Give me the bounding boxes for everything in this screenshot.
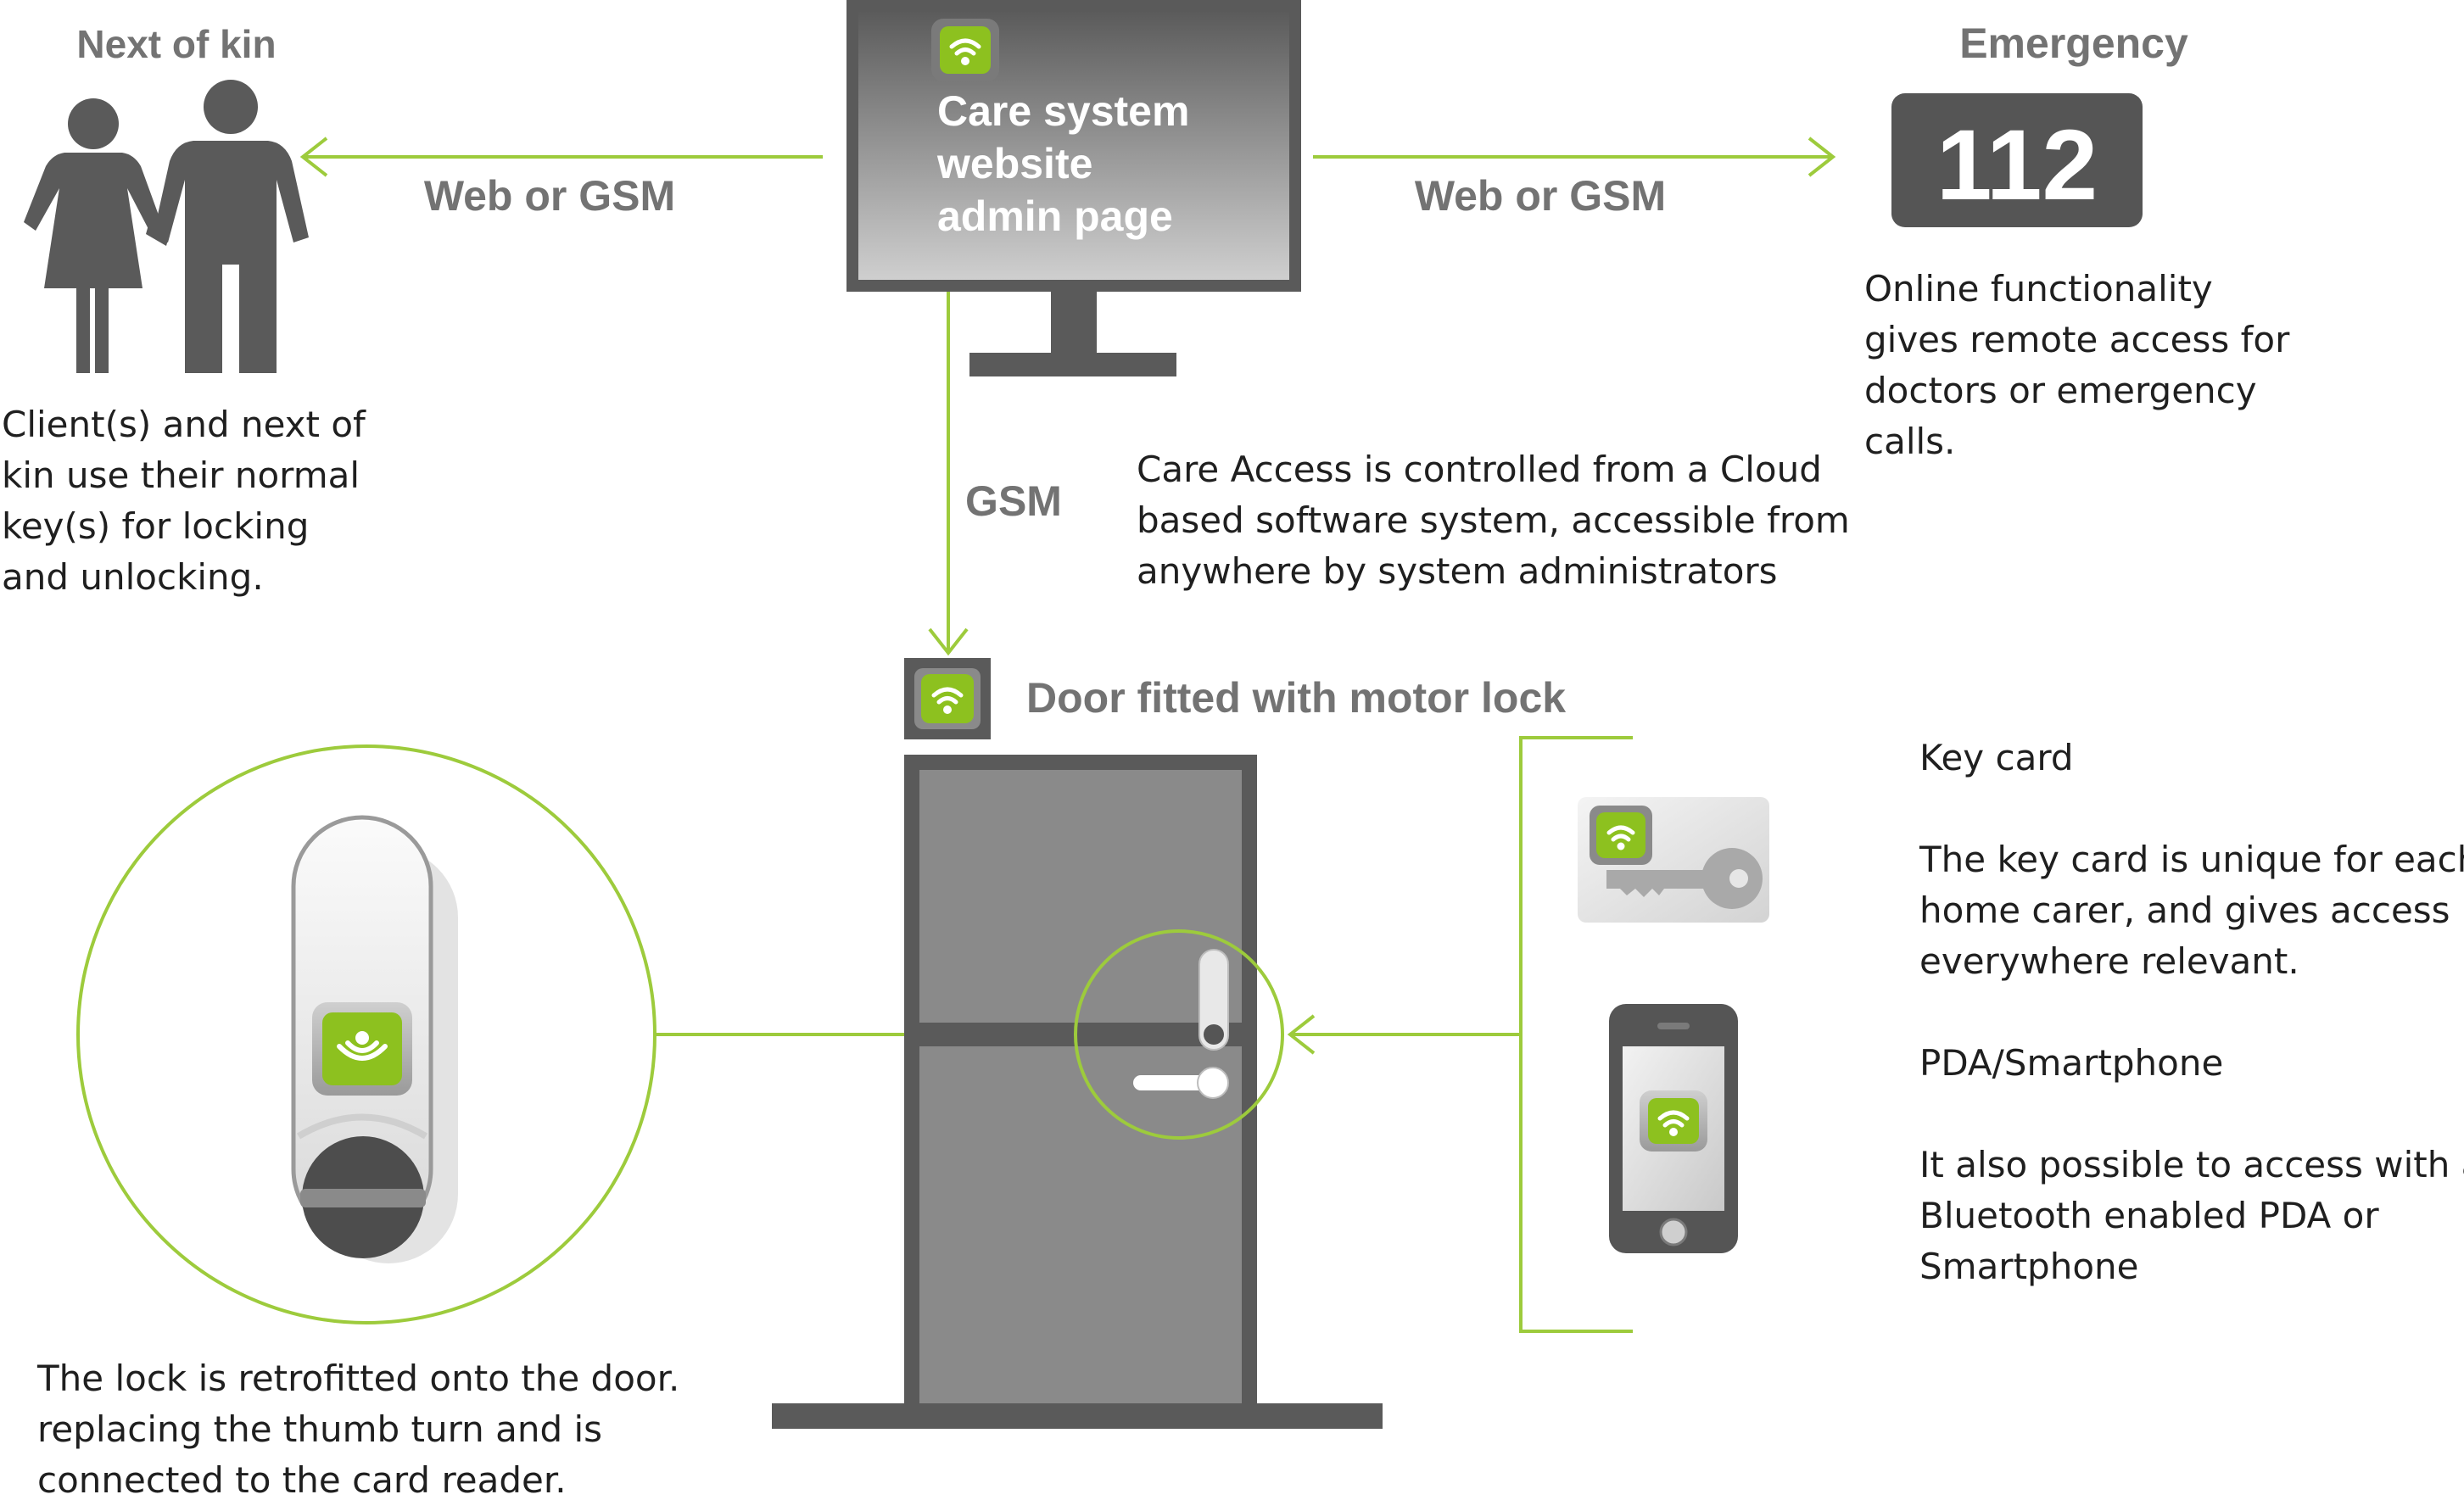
lock-reader-icon: [312, 1002, 412, 1096]
right-link-label: Web or GSM: [1415, 172, 1666, 220]
key-card-icon: [1578, 797, 1769, 923]
arrowhead-left: [299, 137, 328, 177]
emergency-caption: Online functionality gives remote access…: [1864, 268, 2301, 462]
lock-zoom: [76, 744, 657, 1324]
emergency-badge: [1891, 93, 2143, 227]
smartphone-icon: [1609, 1004, 1738, 1253]
key-card-title: Key card: [1919, 737, 2074, 778]
monitor-wifi-badge-icon: [931, 19, 999, 81]
door: [772, 755, 1383, 1429]
phone-description: It also possible to access with a Blueto…: [1919, 1144, 2464, 1287]
left-link-label: Web or GSM: [424, 172, 675, 220]
arrowhead-to-lock: [1287, 1014, 1316, 1055]
lock-caption: The lock is retrofitted onto the door. r…: [36, 1358, 691, 1500]
door-lower-panel: [919, 1046, 1242, 1418]
phone-title: PDA/Smartphone: [1919, 1042, 2223, 1084]
lock-thumb-bar: [300, 1189, 426, 1207]
next-of-kin-title: Next of kin: [76, 22, 276, 66]
door-lock-cylinder: [1204, 1024, 1224, 1045]
door-lock-plate: [1198, 949, 1229, 1051]
door-handle-rose: [1197, 1067, 1229, 1099]
next-of-kin-caption: Client(s) and next of kin use their norm…: [2, 404, 377, 598]
monitor-neck: [1051, 292, 1097, 356]
door-reader-icon: [904, 658, 991, 739]
monitor-screen: [858, 12, 1289, 280]
cloud-caption: Care Access is controlled from a Cloud b…: [1137, 449, 1861, 592]
door-title: Door fitted with motor lock: [1026, 674, 1566, 722]
emergency-number: 112: [1936, 109, 2098, 221]
door-upper-panel: [919, 770, 1242, 1023]
arrowhead-down: [928, 627, 969, 656]
door-threshold: [772, 1403, 1383, 1429]
admin-monitor: Care system website admin page: [846, 0, 1301, 376]
gsm-link-label: GSM: [965, 477, 1062, 525]
access-methods-text: Key card The key card is unique for each…: [1919, 737, 2464, 1287]
lock-divider: [296, 1113, 428, 1140]
arrowhead-right: [1807, 137, 1836, 177]
emergency-title: Emergency: [1959, 20, 2188, 67]
connector-lines: [299, 137, 1836, 1333]
couple-icon: [24, 80, 309, 373]
monitor-foot: [969, 353, 1176, 376]
key-card-description: The key card is unique for each home car…: [1919, 839, 2464, 982]
lock-highlight-circle: [1074, 929, 1284, 1140]
monitor-label: Care system website admin page: [936, 87, 1201, 240]
